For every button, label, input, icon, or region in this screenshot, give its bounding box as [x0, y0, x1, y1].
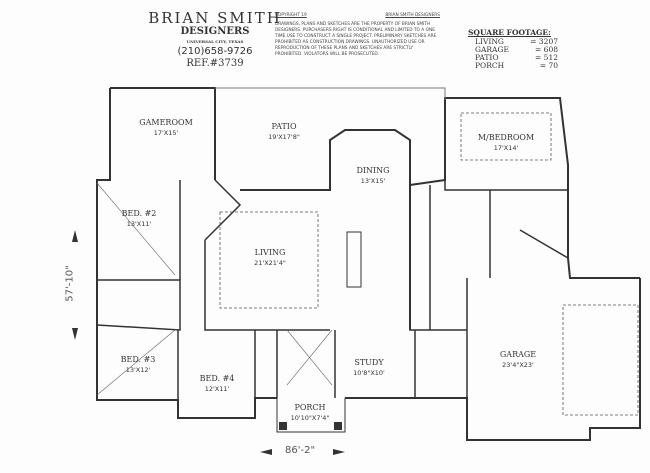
depth-dimension: 57'-10" — [64, 265, 76, 302]
interior-walls — [96, 180, 569, 433]
square-footage-table: SQUARE FOOTAGE: LIVING= 3207 GARAGE= 608… — [468, 29, 558, 70]
sqft-row-garage: GARAGE= 608 — [475, 45, 558, 54]
width-dimension: 86'-2" — [285, 445, 316, 456]
ceiling-outlines — [219, 112, 639, 416]
designer-block: BRIAN SMITH DESIGNERS UNIVERSAL CITY, TE… — [140, 10, 290, 70]
designer-phone: (210)658-9726 — [177, 46, 253, 57]
porch-column-right — [334, 422, 342, 430]
patio-outline — [215, 87, 446, 100]
plan-reference: REF.#3739 — [186, 58, 244, 69]
square-footage-title: SQUARE FOOTAGE: — [468, 28, 551, 37]
designer-name: BRIAN SMITH — [148, 9, 282, 27]
copyright-holder: BRIAN SMITH DESIGNERS — [385, 13, 440, 18]
sqft-row-living: LIVING= 3207 — [475, 37, 558, 46]
sqft-row-patio: PATIO= 512 — [475, 53, 558, 62]
designer-subtitle: DESIGNERS — [180, 26, 250, 37]
copyright-notice: COPYRIGHT 19 BRIAN SMITH DESIGNERS DRAWIN… — [275, 13, 440, 58]
copyright-text: DRAWINGS, PLANS AND SKETCHES ARE THE PRO… — [275, 22, 437, 57]
sqft-row-porch: PORCH= 70 — [475, 61, 558, 70]
porch-column-left — [279, 422, 287, 430]
dimension-arrows — [72, 230, 345, 455]
vault-diagonals — [96, 182, 333, 396]
designer-location: UNIVERSAL CITY, TEXAS — [186, 39, 244, 44]
copyright-label: COPYRIGHT 19 — [275, 13, 307, 18]
kitchen-island — [346, 231, 362, 288]
